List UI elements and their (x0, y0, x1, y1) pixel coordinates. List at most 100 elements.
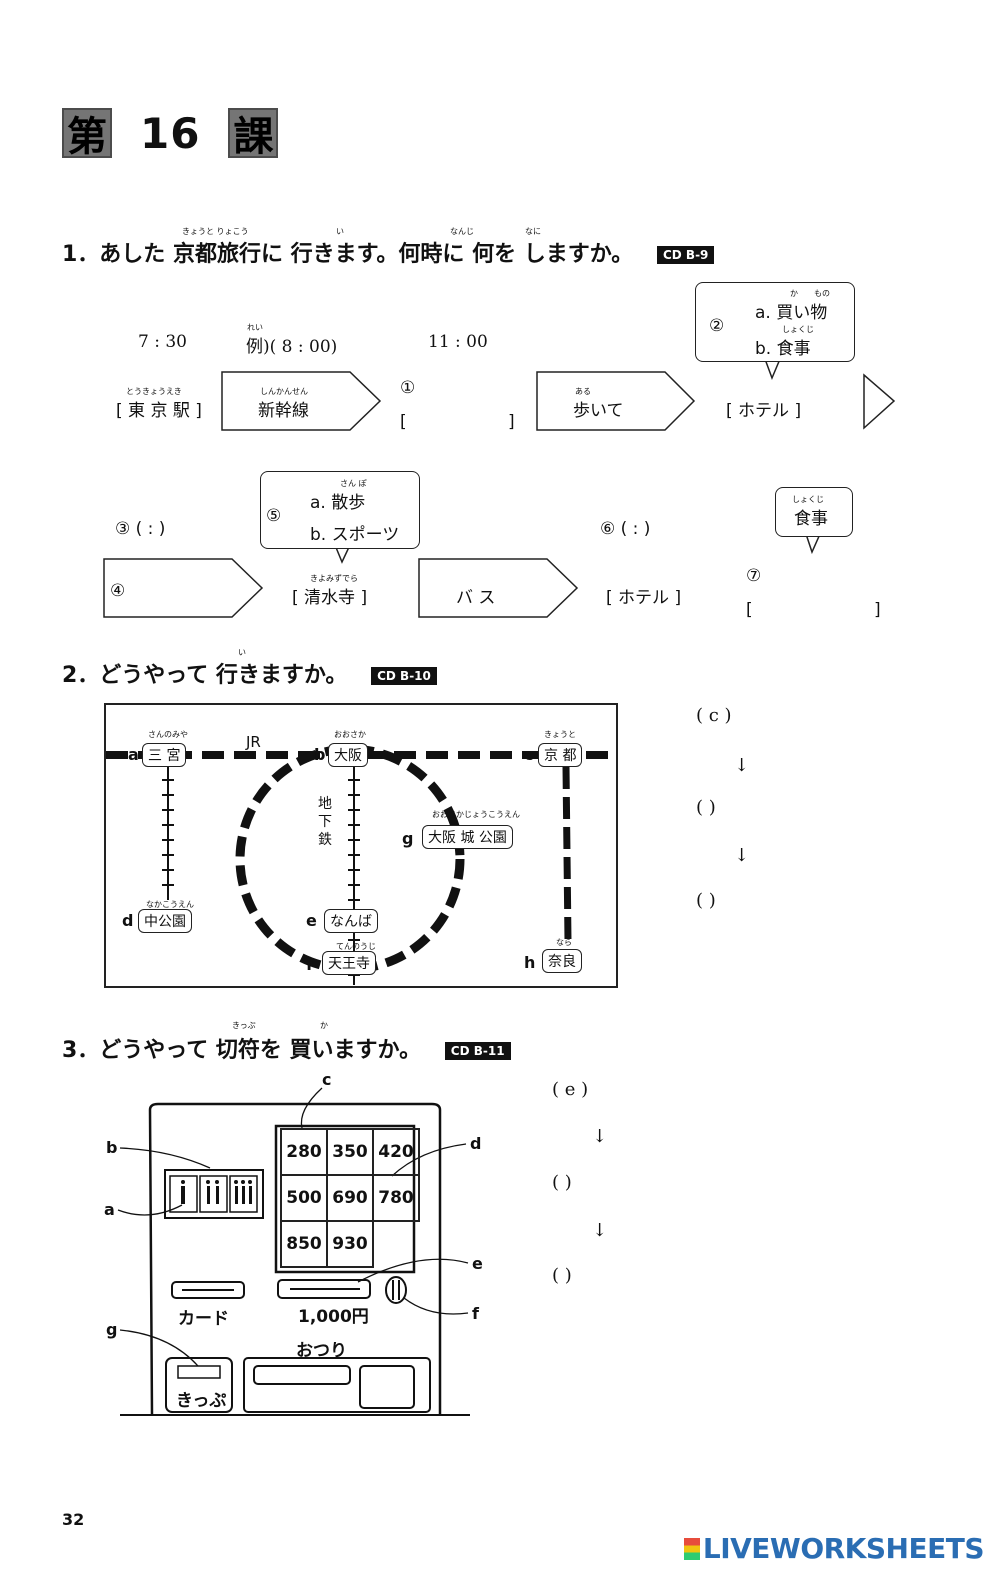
transport-walking: 歩いて (573, 401, 624, 421)
question-1-title: 1．あした 京都旅行に 行きます。何時に 何を しますか。 CD B-9 (62, 236, 715, 268)
station-letter-f: f (306, 955, 313, 974)
brand-name: LIVEWORKSHEETS (702, 1532, 985, 1565)
machine-label-a: a (104, 1200, 115, 1219)
station-letter-d: d (122, 911, 134, 930)
ruby-shinkansen: しんかんせん (260, 387, 308, 396)
ruby-nara: なら (556, 938, 572, 947)
step-answer-2[interactable]: ( ) (552, 1172, 572, 1193)
card-slot-label: カード (178, 1309, 229, 1329)
fare-button: 420 (372, 1128, 420, 1176)
place-hotel-2: [ ホテル ] (606, 588, 682, 608)
place-hotel-1: [ ホテル ] (726, 401, 802, 421)
fare-button: 350 (326, 1128, 374, 1176)
route-answer-2[interactable]: ( ) (696, 797, 716, 818)
blank-marker-2: ② (709, 316, 725, 336)
route-answer-3[interactable]: ( ) (696, 890, 716, 911)
place-kiyomizudera: [ 清水寺 ] (292, 588, 368, 608)
ruby-osaka: おおさか (334, 730, 366, 739)
option-2a[interactable]: a. 買い物 (755, 303, 828, 323)
station-letter-h: h (524, 953, 536, 972)
ruby-shokuji: しょくじ (782, 325, 814, 334)
route-map-lines (106, 744, 616, 985)
station-osaka: 大阪 (328, 743, 368, 767)
lesson-kanji-ka: 課 (228, 108, 279, 160)
blank-1-open: [ (400, 412, 407, 432)
ruby-i-2: い (238, 648, 246, 657)
question-2-title: 2．どうやって 行きますか。 CD B-10 (62, 657, 437, 689)
question-2-text: 2．どうやって 行きますか。 (62, 663, 348, 688)
transport-bus: バ ス (456, 588, 496, 608)
question-1-text: 1．あした 京都旅行に 行きます。何時に 何を しますか。 (62, 242, 634, 267)
station-letter-e: e (306, 911, 317, 930)
ruby-ka: か (320, 1021, 328, 1030)
ruby-shokuji-2: しょくじ (792, 495, 824, 504)
route-answer-1: ( c ) (696, 705, 732, 726)
fare-button: 500 (280, 1174, 328, 1222)
fare-button: 280 (280, 1128, 328, 1176)
ruby-tokyo-eki: とうきょうえき (126, 387, 182, 396)
station-nakakoen: 中公園 (138, 909, 192, 933)
transport-shinkansen: 新幹線 (258, 401, 309, 421)
ruby-sanpo: さん ぽ (340, 479, 367, 488)
blank-7-open: [ (746, 600, 753, 620)
lesson-number: 16 (140, 108, 201, 158)
lesson-heading: 第 16 課 (62, 108, 279, 160)
ruby-kiyomizudera: きよみずでら (310, 574, 358, 583)
jr-line-label: JR (246, 733, 261, 751)
fare-button: 930 (326, 1220, 374, 1268)
machine-label-d: d (470, 1134, 482, 1153)
option-5a[interactable]: a. 散歩 (310, 493, 366, 513)
machine-label-e: e (472, 1254, 483, 1273)
station-letter-a: a (128, 745, 139, 764)
machine-label-g: g (106, 1320, 118, 1339)
fare-button: 690 (326, 1174, 374, 1222)
machine-label-c: c (322, 1070, 332, 1089)
route-map: さんのみや a 三 宮 JR おおさか b 大阪 きょうと c 京 都 地下鉄 … (104, 703, 618, 988)
cd-track-badge: CD B-9 (656, 246, 715, 264)
option-5b[interactable]: b. スポーツ (310, 525, 400, 545)
time-730: 7 : 30 (138, 332, 187, 352)
station-letter-g: g (402, 829, 414, 848)
fare-button: 780 (372, 1174, 420, 1222)
station-kyoto: 京 都 (538, 743, 583, 767)
question-3-title: 3．どうやって 切符を 買いますか。 CD B-11 (62, 1032, 511, 1064)
cd-track-badge-3: CD B-11 (444, 1042, 511, 1060)
ruby-rei: れい (247, 323, 263, 332)
ruby-nani: なに (525, 227, 541, 236)
ruby-tennoji: てんのうじ (336, 942, 376, 951)
page-number: 32 (62, 1510, 85, 1529)
lesson-kanji-dai: 第 (62, 108, 112, 160)
station-namba: なんば (324, 909, 378, 933)
blank-1-close: ] (508, 412, 515, 432)
option-2b[interactable]: b. 食事 (755, 339, 811, 359)
ruby-nakakoen: なかこうえん (146, 900, 194, 909)
ruby-aru: ある (575, 387, 591, 396)
station-nara: 奈良 (542, 949, 582, 973)
ruby-i: い (336, 227, 344, 236)
ruby-nanji: なんじ (450, 227, 474, 236)
question-3-text: 3．どうやって 切符を 買いますか。 (62, 1038, 422, 1063)
blank-7-close: ] (874, 600, 881, 620)
blank-marker-7: ⑦ (746, 566, 762, 586)
time-1100: 11 : 00 (428, 332, 488, 352)
ruby-kyoto: きょうと (544, 730, 576, 739)
ruby-kyoto-ryoko: きょうと りょこう (182, 227, 249, 236)
brand-logo: LIVEWORKSHEETS (683, 1532, 985, 1565)
blank-marker-1: ① (400, 378, 416, 398)
meal-label: 食事 (794, 509, 828, 529)
ruby-sannomiya: さんのみや (148, 730, 188, 739)
station-tokyo: [ 東 京 駅 ] (116, 401, 202, 421)
choice-bubble-2 (695, 282, 855, 362)
cd-track-badge-2: CD B-10 (371, 667, 437, 685)
step-answer-3[interactable]: ( ) (552, 1265, 572, 1286)
machine-label-f: f (472, 1304, 479, 1323)
station-tennoji: 天王寺 (322, 951, 376, 975)
route-arrow-2: ↓ (734, 845, 750, 866)
step-answer-1: ( e ) (552, 1079, 589, 1100)
ruby-osakajo: おおさかじょうこうえん (432, 810, 520, 819)
step-arrow-2: ↓ (592, 1220, 608, 1241)
station-sannomiya: 三 宮 (142, 743, 187, 767)
machine-label-b: b (106, 1138, 118, 1157)
fare-button: 850 (280, 1220, 328, 1268)
